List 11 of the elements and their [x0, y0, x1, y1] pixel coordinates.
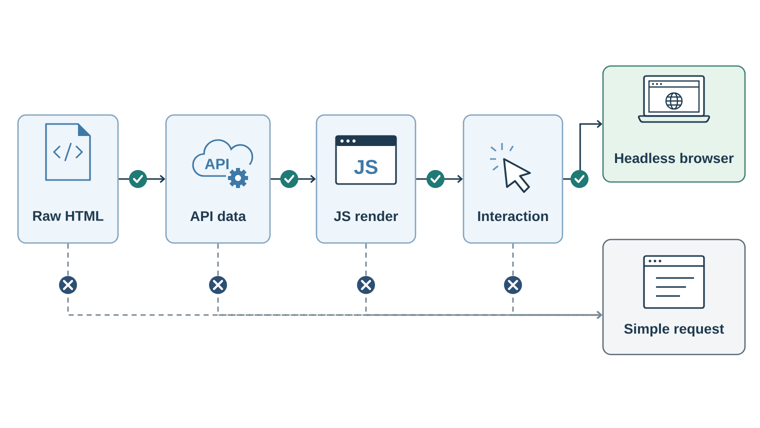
file-icon [45, 123, 91, 181]
process-box: Raw HTML [17, 114, 119, 244]
arrow [563, 120, 602, 180]
arrow [416, 174, 463, 184]
arrow [512, 244, 602, 320]
browser-window-icon [643, 255, 705, 309]
laptop-icon [638, 75, 710, 123]
arrow [270, 174, 316, 184]
cursor-icon [489, 142, 531, 193]
process-box: Interaction [462, 114, 564, 244]
arrow [118, 174, 166, 184]
